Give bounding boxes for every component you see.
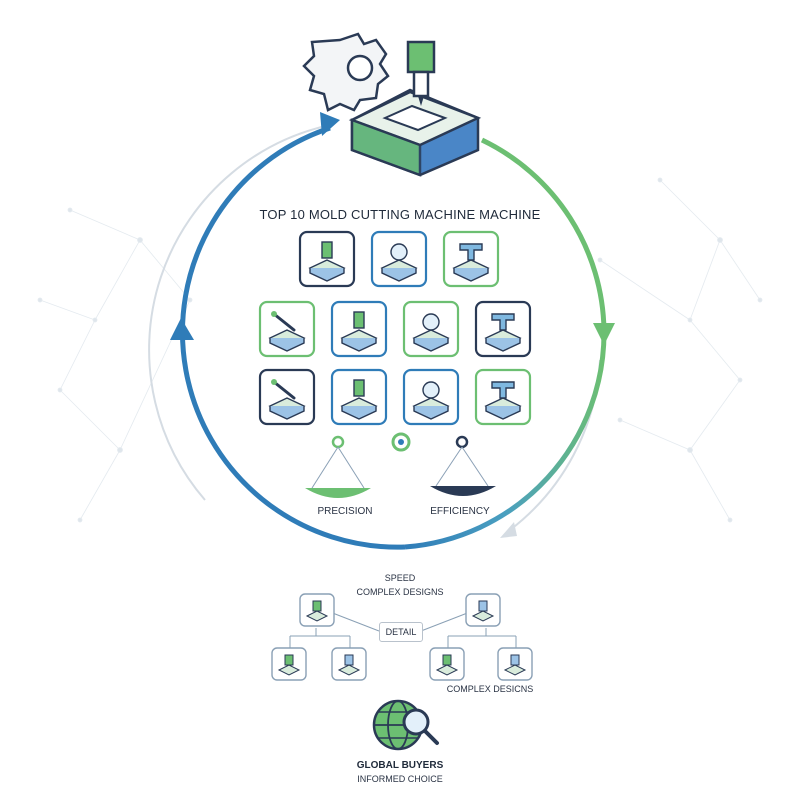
outer-arc-left xyxy=(148,124,331,501)
tree-machine-icon xyxy=(271,647,307,681)
tree-machine-icon xyxy=(331,647,367,681)
outer-arc-arrowhead xyxy=(500,522,517,538)
waterjet-icon xyxy=(474,300,532,358)
mold-block-icon xyxy=(474,368,532,426)
speed-label: SPEED xyxy=(384,573,416,583)
cycle-arc-left xyxy=(180,125,406,550)
milling-head-icon xyxy=(442,230,500,288)
laser-engraving-icon xyxy=(258,300,316,358)
balance-scale xyxy=(305,432,496,498)
tree-machine-icon xyxy=(497,647,533,681)
efficiency-label: EFFICIENCY xyxy=(430,506,490,517)
tree-icons xyxy=(271,593,533,681)
cycle-arrowhead-right xyxy=(593,323,615,345)
cycle-arc-bottom-right xyxy=(404,329,607,550)
diagram-title: TOP 10 MOLD CUTTING MACHINE MACHINE xyxy=(259,207,541,222)
wire-edm-icon xyxy=(370,230,428,288)
cycle-arrowhead-left xyxy=(170,318,194,340)
globe-search-icon xyxy=(372,699,439,751)
cnc-mill-icon xyxy=(330,300,388,358)
cnc-machine-hero-icon xyxy=(302,32,482,177)
cycle-arc-top-right xyxy=(480,137,607,331)
tree-machine-icon xyxy=(299,593,335,627)
global-buyers-label: GLOBAL BUYERS xyxy=(356,760,444,771)
surface-grinder-icon xyxy=(258,368,316,426)
network-background xyxy=(37,177,763,523)
cycle-arrowhead-top xyxy=(320,112,340,136)
3d-printer-icon xyxy=(402,368,460,426)
robot-arm-icon xyxy=(330,368,388,426)
lathe-chuck-icon xyxy=(402,300,460,358)
tree-machine-icon xyxy=(465,593,501,627)
decision-tree xyxy=(289,611,517,648)
precision-pan xyxy=(305,488,371,498)
efficiency-pan xyxy=(430,486,496,496)
precision-label: PRECISION xyxy=(317,506,373,517)
hand-grinder-icon xyxy=(298,230,356,288)
informed-choice-label: INFORMED CHOICE xyxy=(357,774,443,784)
machine-icon-grid xyxy=(258,230,532,426)
tree-machine-icon xyxy=(429,647,465,681)
complex-designs-bottom-label: COMPLEX DESICNS xyxy=(446,684,534,694)
complex-designs-label: COMPLEX DESIGNS xyxy=(356,587,444,597)
detail-box: DETAIL xyxy=(379,622,423,642)
